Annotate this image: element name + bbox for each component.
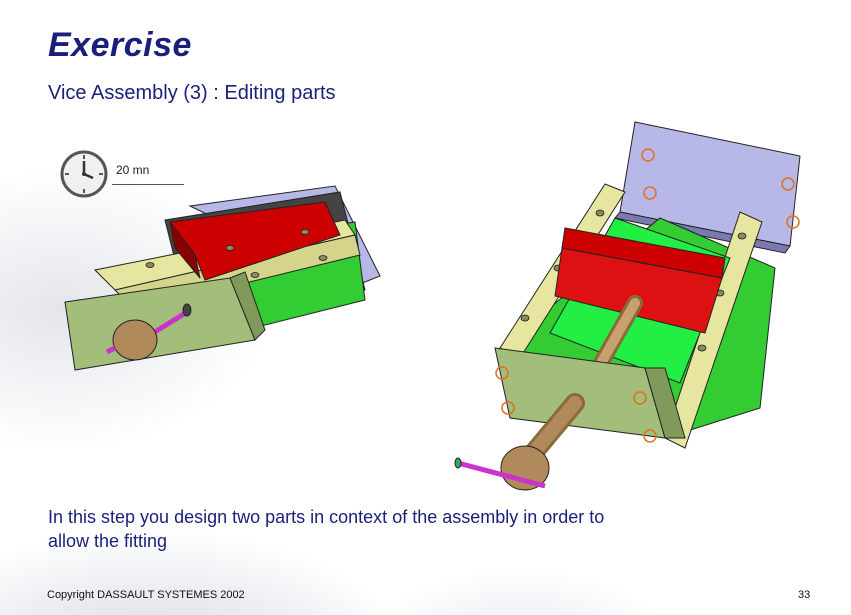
clock-icon <box>60 150 108 198</box>
vice-illustration-right <box>454 121 801 491</box>
duration-rule <box>112 184 184 185</box>
slide-title: Exercise <box>48 26 192 64</box>
instruction-text: In this step you design two parts in con… <box>48 507 605 551</box>
vice-illustration-left <box>64 185 381 371</box>
slide-subtitle: Vice Assembly (3) : Editing parts <box>48 82 336 104</box>
page-number: 33 <box>798 589 811 601</box>
copyright-footer: Copyright DASSAULT SYSTEMES 2002 <box>47 589 245 601</box>
duration-label: 20 mn <box>116 163 150 177</box>
